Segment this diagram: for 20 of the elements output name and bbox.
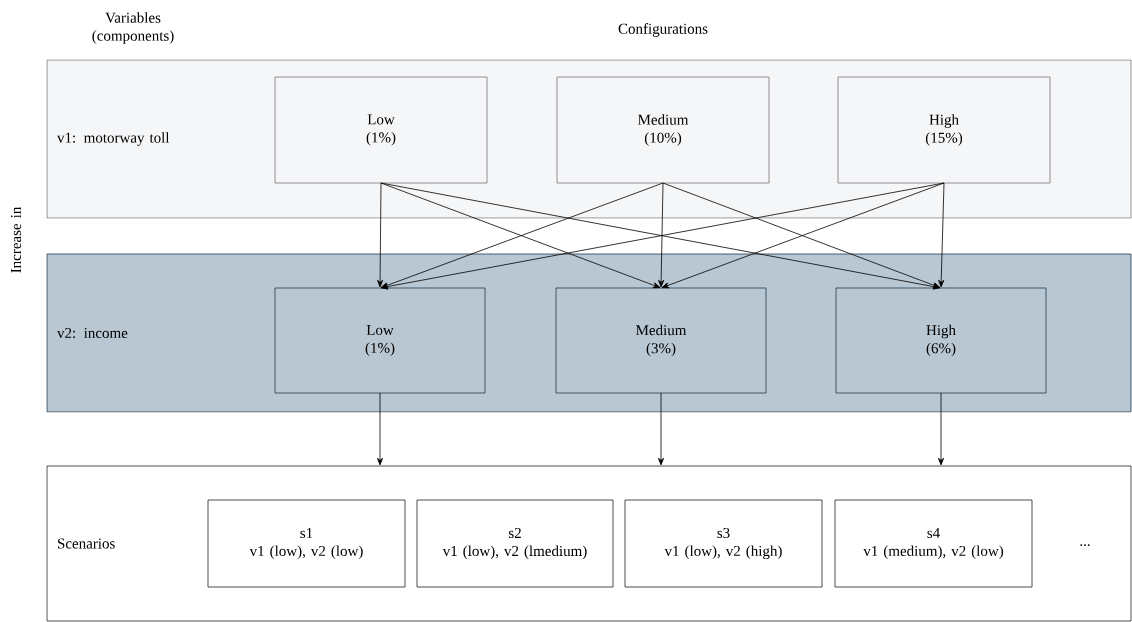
option-box: High (6%): [835, 287, 1047, 394]
axis-label: Increase in: [10, 206, 22, 273]
ellipsis-text: ...: [1080, 544, 1090, 546]
option-box: s3 v1 (low), v2 (high): [624, 499, 823, 588]
arrow: [658, 182, 665, 288]
option-box: High (15%): [837, 76, 1051, 184]
arrow: [938, 182, 945, 288]
arrow: [658, 392, 664, 466]
column-heading: Configurations: [618, 23, 708, 37]
arrow: [938, 392, 944, 466]
option-box: Medium (10%): [556, 76, 770, 184]
option-box: s4 v1 (medium), v2 (low): [834, 499, 1033, 588]
option-box: Low (1%): [274, 76, 488, 184]
option-box: s1 v1 (low), v2 (low): [207, 499, 406, 588]
option-box: s2 v1 (low), v2 (lmedium): [416, 499, 614, 588]
option-box: Low (1%): [274, 287, 486, 394]
arrow: [377, 392, 383, 466]
arrow: [377, 182, 384, 288]
column-heading: Variables (components): [92, 12, 174, 44]
option-box: Medium (3%): [555, 287, 767, 394]
